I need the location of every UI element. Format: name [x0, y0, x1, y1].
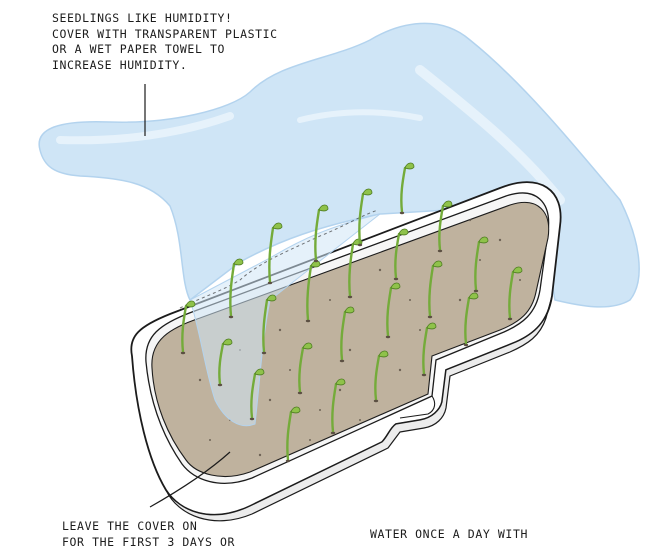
humidity-note: SEEDLINGS LIKE HUMIDITY! COVER WITH TRAN… — [52, 11, 278, 73]
cover-note: LEAVE THE COVER ON FOR THE FIRST 3 DAYS … — [62, 519, 235, 550]
watering-note: WATER ONCE A DAY WITH — [370, 527, 528, 543]
